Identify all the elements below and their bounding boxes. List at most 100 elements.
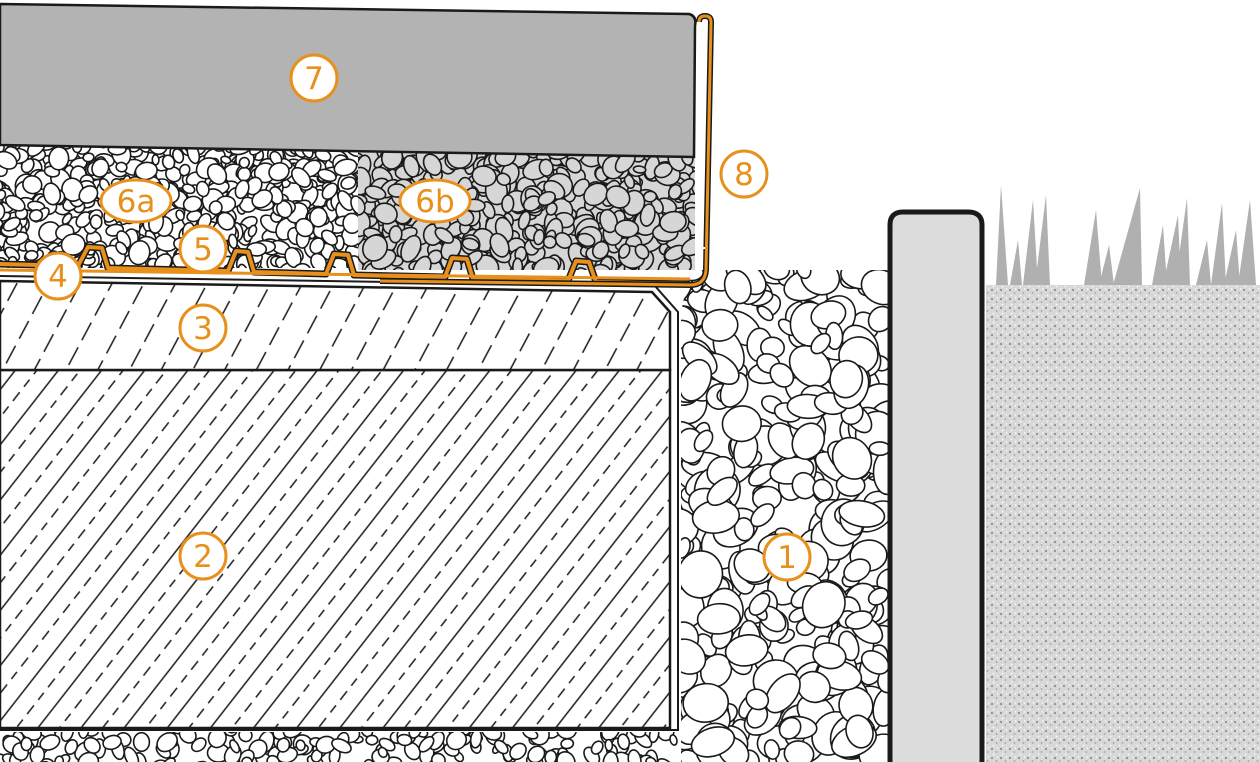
pebble — [756, 305, 774, 322]
callout-5-label: 5 — [193, 232, 213, 268]
pebble — [61, 212, 73, 225]
callout-6b-label: 6b — [415, 184, 454, 220]
pebble — [669, 734, 678, 746]
pebble — [181, 183, 196, 195]
pebble — [82, 152, 95, 163]
pebble — [152, 759, 168, 762]
pebble — [310, 252, 328, 268]
pebble — [28, 209, 44, 222]
pebble — [544, 749, 558, 762]
pebble — [29, 745, 46, 762]
pebble — [207, 732, 227, 749]
pebble — [844, 610, 874, 630]
pebble — [867, 587, 889, 606]
pebble — [469, 732, 483, 749]
callout-8: 8 — [719, 149, 769, 199]
pebble — [148, 145, 168, 156]
pebble — [769, 362, 795, 388]
pebble — [684, 206, 695, 228]
pebble — [605, 185, 631, 209]
pebble — [583, 182, 609, 207]
pebble — [220, 155, 232, 165]
pebble — [576, 232, 596, 248]
pebble — [788, 344, 832, 388]
pebble — [545, 202, 558, 216]
pebble — [60, 732, 74, 742]
pebble — [132, 732, 151, 753]
pebble — [26, 145, 47, 157]
pebble — [845, 714, 874, 749]
pebble — [560, 738, 575, 750]
pebble — [762, 270, 791, 281]
pebble — [576, 266, 590, 270]
pebble — [783, 740, 815, 762]
pebble — [77, 751, 100, 762]
pebble — [309, 206, 328, 228]
pebble — [532, 256, 560, 270]
pebble — [42, 182, 62, 206]
pebble — [151, 154, 160, 166]
pebble — [565, 157, 582, 174]
pebble — [733, 548, 771, 584]
pebble — [163, 757, 176, 762]
callout-6a: 6a — [99, 178, 173, 224]
pebble — [268, 162, 290, 182]
concrete-slab — [0, 368, 672, 730]
drainage-mat — [0, 243, 691, 288]
grass-blade — [1211, 203, 1226, 285]
pebble — [156, 732, 178, 753]
pebble — [206, 163, 228, 186]
pebble — [446, 152, 473, 170]
pebble — [128, 240, 151, 266]
pebble — [812, 478, 834, 501]
pebble — [83, 736, 101, 754]
pebble — [0, 202, 6, 221]
pebble — [800, 270, 841, 296]
pebble — [706, 476, 738, 506]
pebble — [696, 602, 742, 635]
pebble — [321, 182, 339, 200]
pebble — [358, 195, 366, 216]
grass-blade — [1084, 210, 1102, 285]
grass-blade — [1238, 200, 1256, 285]
callout-1-label: 1 — [777, 540, 797, 576]
pebble — [445, 732, 468, 751]
pebble — [412, 255, 432, 270]
pebble — [24, 249, 39, 262]
pebble — [648, 732, 660, 744]
pebble — [178, 732, 197, 744]
pebble — [241, 756, 253, 762]
pebble — [175, 209, 185, 221]
callout-4: 4 — [33, 251, 83, 301]
pebble — [54, 755, 65, 762]
pebble — [604, 738, 614, 752]
callout-7-label: 7 — [304, 61, 324, 97]
pebble — [0, 145, 5, 157]
pebble — [810, 332, 832, 355]
pebble — [342, 212, 358, 234]
pebble — [681, 638, 707, 675]
pebble — [831, 436, 873, 480]
edge-profile — [379, 13, 714, 288]
pebble — [493, 739, 509, 755]
callout-4-label: 4 — [48, 259, 68, 295]
pebble — [681, 550, 724, 599]
pebble — [408, 732, 423, 739]
callout-3-label: 3 — [193, 311, 213, 347]
callout-3: 3 — [178, 303, 228, 353]
pebble — [501, 194, 515, 214]
pebble — [748, 592, 771, 616]
pebble — [282, 732, 304, 739]
pebble — [238, 156, 251, 169]
pebble — [764, 673, 801, 714]
pebble — [20, 736, 33, 752]
callout-1: 1 — [762, 532, 812, 582]
pebble — [309, 237, 325, 255]
drainage-gravel-layer — [681, 270, 890, 762]
pebble — [216, 211, 236, 231]
pebble — [659, 210, 687, 234]
pebble — [617, 733, 631, 751]
pebble — [115, 241, 128, 256]
callout-2-label: 2 — [193, 539, 213, 575]
